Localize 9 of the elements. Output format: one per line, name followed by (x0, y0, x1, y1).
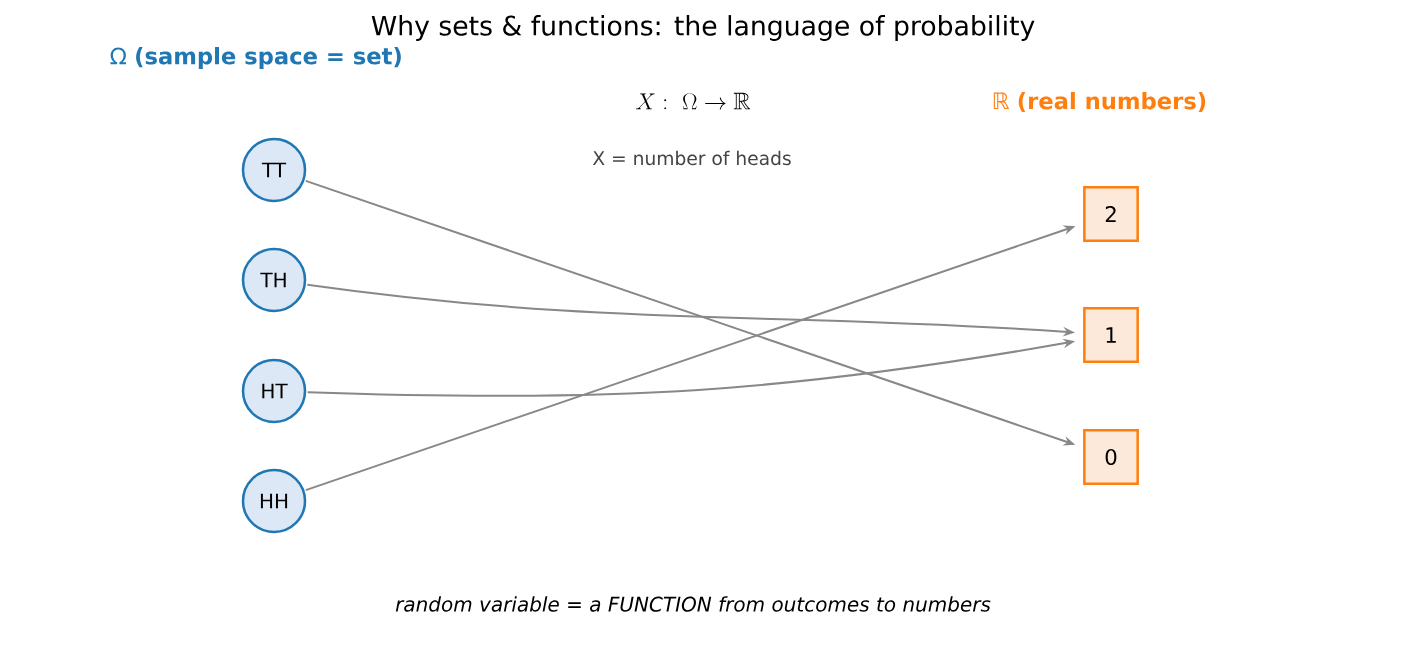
value-box: 1 (1083, 307, 1139, 363)
function-note: X = number of heads (592, 150, 791, 166)
set-heading: Ω (sample space = set) (110, 47, 401, 69)
set-heading: ℝ (real numbers) (993, 91, 1206, 113)
function-formula: $X:\ \Omega\to\mathbb{R}$ (635, 92, 751, 110)
caption: random variable = a FUNCTION from outcomes to numbers (395, 596, 991, 612)
value-box: 0 (1083, 429, 1139, 485)
value-box: 2 (1083, 186, 1139, 242)
title: Why sets & functions: the language of probability (371, 15, 1035, 41)
